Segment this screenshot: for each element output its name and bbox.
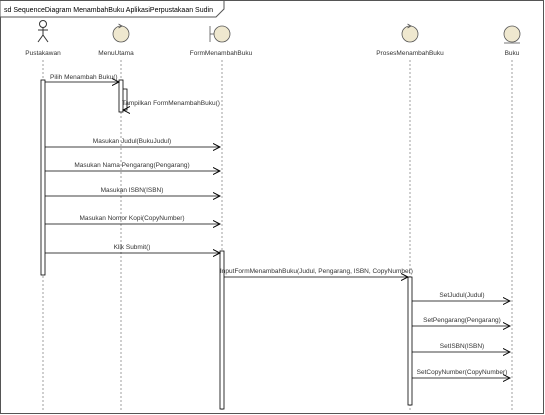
frame-title-tab: sd SequenceDiagram MenambahBuku Aplikasi… bbox=[0, 0, 225, 18]
message-label: Masukan ISBN(ISBN) bbox=[101, 187, 164, 194]
participant-label: ProsesMenambahBuku bbox=[376, 50, 444, 57]
participant-label: MenuUtama bbox=[98, 50, 134, 57]
participant-label: Buku bbox=[505, 50, 520, 57]
boundary-icon bbox=[209, 25, 231, 43]
message-label: Masukan Nama Pengarang(Pengarang) bbox=[74, 162, 189, 169]
activation-menu-utama bbox=[118, 79, 124, 113]
participant-label: FormMenambahBuku bbox=[190, 50, 253, 57]
message-label: Klik Submit() bbox=[114, 244, 151, 251]
message-label: Masukan Judul(BukuJudul) bbox=[93, 138, 171, 145]
frame-title: sd SequenceDiagram MenambahBuku Aplikasi… bbox=[4, 7, 213, 14]
message-label: SetISBN(ISBN) bbox=[440, 343, 484, 350]
actor-icon bbox=[37, 20, 49, 43]
message-label: SetPengarang(Pengarang) bbox=[423, 317, 501, 324]
participant-menu-utama: MenuUtama bbox=[98, 23, 134, 57]
message-label: SetJudul(Judul) bbox=[439, 292, 484, 299]
control-icon bbox=[112, 23, 130, 43]
participant-pustakawan: Pustakawan bbox=[25, 20, 61, 57]
participant-proses-menambah-buku: ProsesMenambahBuku bbox=[376, 23, 444, 57]
message-label: SetCopyNumber(CopyNumber) bbox=[417, 369, 508, 376]
entity-icon bbox=[503, 25, 521, 44]
activation-pustakawan bbox=[40, 79, 46, 276]
participant-form-menambah-buku: FormMenambahBuku bbox=[190, 25, 253, 57]
message-arrow bbox=[123, 88, 127, 110]
message-label: InputFormMenambahBuku(Judul, Pengarang, … bbox=[220, 268, 413, 275]
participant-label: Pustakawan bbox=[25, 50, 61, 57]
control-icon bbox=[401, 23, 419, 43]
activation-proses-menambah-buku bbox=[407, 276, 413, 406]
message-label: Pilih Menambah Buku() bbox=[50, 74, 118, 81]
activation-form-menambah-buku bbox=[219, 250, 225, 410]
participant-buku: Buku bbox=[503, 25, 521, 57]
message-label: Masukan Nomor Kopi(CopyNumber) bbox=[79, 215, 184, 222]
message-label: Tampilkan FormMenambahBuku() bbox=[122, 100, 220, 107]
